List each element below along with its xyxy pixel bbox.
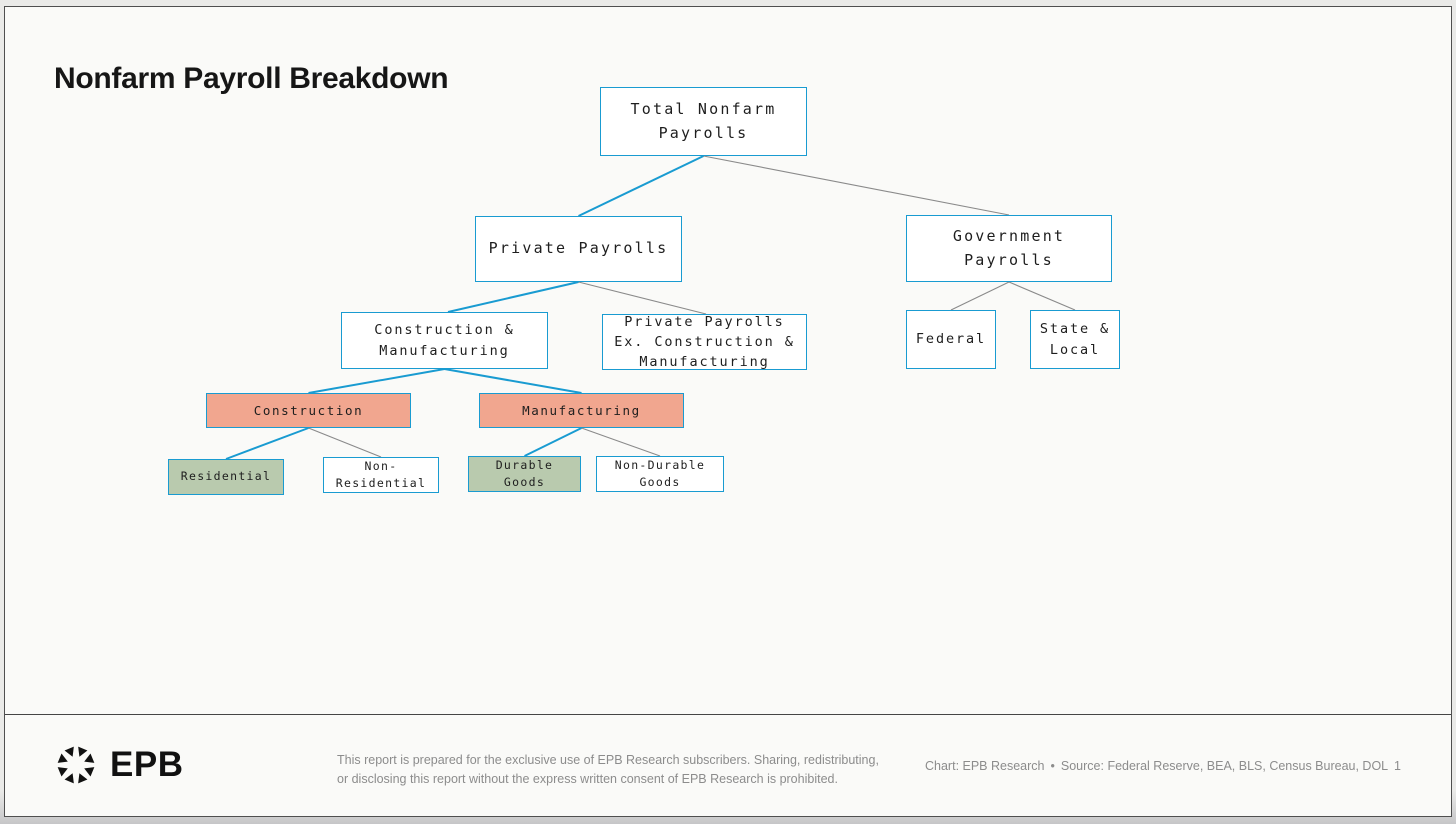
attribution-separator: •: [1050, 759, 1055, 773]
node-non-durable-goods: Non-Durable Goods: [596, 456, 724, 492]
node-non-residential: Non- Residential: [323, 457, 439, 493]
footer-divider: [5, 714, 1451, 715]
node-private-payrolls: Private Payrolls: [475, 216, 682, 282]
node-durable-goods: Durable Goods: [468, 456, 581, 492]
node-residential: Residential: [168, 459, 284, 495]
footer-attribution: Chart: EPB Research • Source: Federal Rese…: [925, 759, 1388, 773]
footer-disclaimer: This report is prepared for the exclusiv…: [337, 753, 879, 786]
page-title: Nonfarm Payroll Breakdown: [54, 62, 449, 96]
node-total-nonfarm-payrolls: Total Nonfarm Payrolls: [600, 87, 807, 156]
node-manufacturing: Manufacturing: [479, 393, 684, 428]
page-number: 1: [1394, 759, 1401, 773]
epb-logo: EPB: [53, 742, 183, 788]
epb-logo-icon: [57, 746, 95, 784]
chart-credit: Chart: EPB Research: [925, 759, 1045, 773]
node-government-payrolls: Government Payrolls: [906, 215, 1112, 282]
node-construction-and-manufacturing: Construction & Manufacturing: [341, 312, 548, 369]
node-state-and-local: State & Local: [1030, 310, 1120, 369]
node-construction: Construction: [206, 393, 411, 428]
node-federal: Federal: [906, 310, 996, 369]
epb-logo-text: EPB: [110, 745, 184, 784]
node-private-payrolls-ex-construction-manufacturing: Private Payrolls Ex. Construction & Manu…: [602, 314, 807, 370]
source-credit: Source: Federal Reserve, BEA, BLS, Censu…: [1060, 759, 1389, 773]
